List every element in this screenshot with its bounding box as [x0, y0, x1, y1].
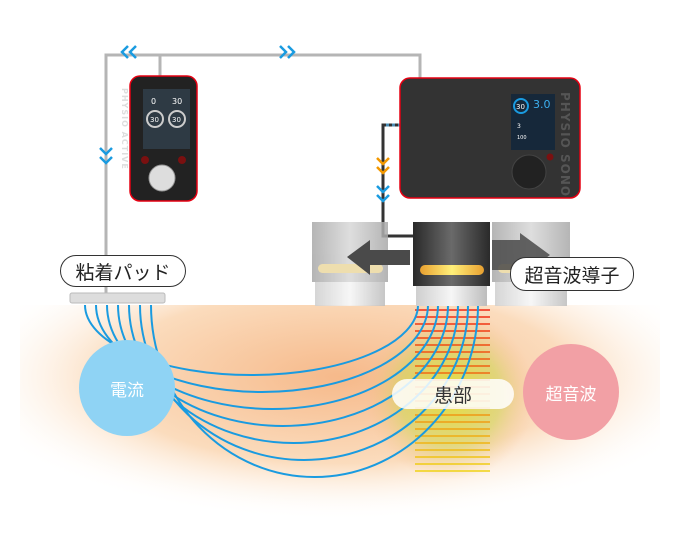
- chevron-down-icon: [99, 147, 113, 165]
- svg-text:100: 100: [517, 135, 527, 141]
- screen-value: 0: [151, 97, 156, 106]
- transducer-label: 超音波導子: [510, 257, 634, 291]
- svg-text:30: 30: [150, 116, 159, 124]
- arrow-left-icon: [347, 240, 410, 275]
- transducer: [413, 222, 490, 306]
- adhesive-pad: [69, 292, 166, 304]
- brand-logo-small: PHYSIO ACTIVE: [120, 88, 129, 170]
- pad-label: 粘着パッド: [60, 255, 186, 287]
- svg-text:30: 30: [516, 103, 525, 111]
- chevron-down-icon: [376, 185, 390, 203]
- affected-area-label: 患部: [392, 379, 514, 409]
- brand-logo-large: PHYSIO SONO: [558, 92, 572, 198]
- svg-text:3.0: 3.0: [533, 98, 551, 111]
- chevron-down-icon: [376, 157, 390, 175]
- svg-text:30: 30: [172, 116, 181, 124]
- chevron-right-icon: [279, 45, 296, 59]
- cable: [104, 53, 422, 295]
- physio-active-device: 0 30 30 30: [129, 75, 198, 202]
- svg-text:30: 30: [172, 97, 182, 106]
- physio-sono-device: 30 3.0 3 100: [399, 77, 581, 199]
- flow-arrows: [99, 45, 390, 203]
- arrow-right-icon: [492, 233, 550, 277]
- dial-knob: [511, 154, 547, 190]
- transducer-ghost-left: [312, 222, 388, 306]
- device-screen: [511, 94, 555, 150]
- device-screen: [143, 89, 190, 149]
- ultrasound-circle: 超音波: [523, 344, 619, 440]
- chevron-left-icon: [120, 45, 137, 59]
- dial-knob: [148, 164, 176, 192]
- current-circle: 電流: [79, 340, 175, 436]
- svg-text:3: 3: [517, 123, 521, 130]
- current-path-line: [84, 304, 419, 376]
